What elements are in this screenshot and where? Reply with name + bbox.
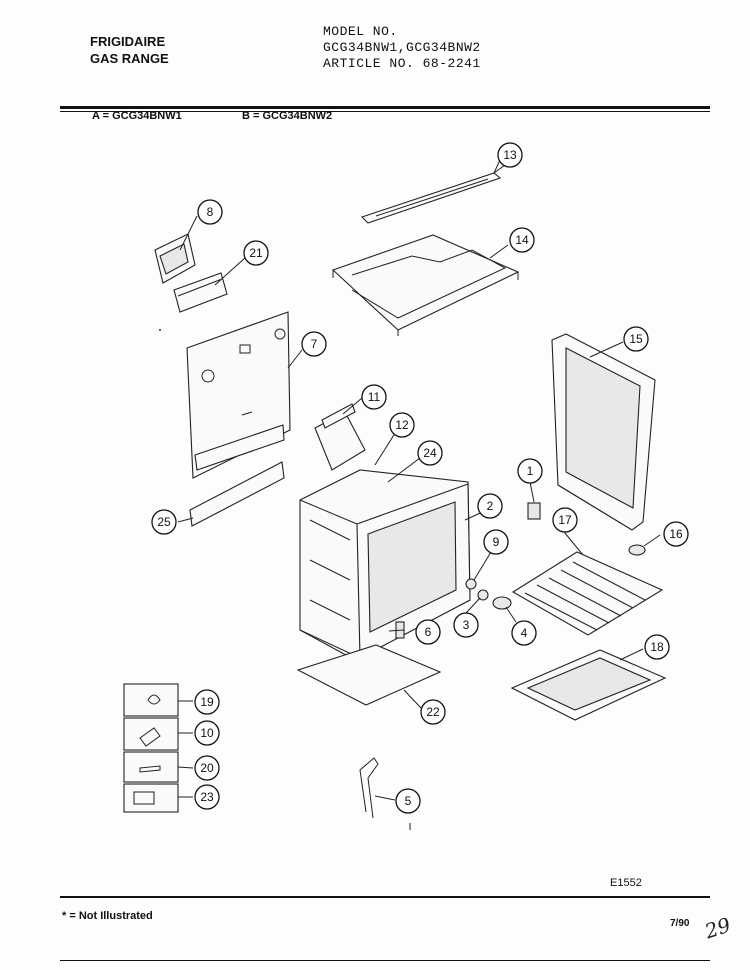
part-2-oven-body	[299, 469, 471, 661]
svg-text:11: 11	[368, 390, 381, 404]
svg-text:21: 21	[249, 246, 263, 260]
svg-text:5: 5	[405, 794, 412, 808]
svg-text:9: 9	[493, 535, 500, 549]
article-number: ARTICLE NO. 68-2241	[323, 56, 481, 71]
callout-9: 9	[483, 529, 509, 555]
callout-19: 19	[194, 689, 220, 715]
svg-text:7: 7	[311, 337, 318, 351]
callout-16: 16	[663, 521, 689, 547]
svg-text:4: 4	[521, 626, 528, 640]
svg-text:23: 23	[200, 790, 214, 804]
callout-20: 20	[194, 755, 220, 781]
callout-11: 11	[361, 384, 387, 410]
svg-text:14: 14	[515, 233, 529, 247]
svg-text:2: 2	[487, 499, 494, 513]
model-numbers: GCG34BNW1,GCG34BNW2	[323, 40, 481, 55]
part-8-bracket	[154, 233, 196, 284]
svg-text:3: 3	[463, 618, 470, 632]
part-9-orifice	[465, 578, 477, 590]
part-7-back-panel	[186, 311, 291, 479]
callout-24: 24	[417, 440, 443, 466]
svg-text:6: 6	[425, 625, 432, 639]
svg-text:19: 19	[200, 695, 214, 709]
svg-text:22: 22	[426, 705, 440, 719]
diagram-code: E1552	[610, 877, 642, 889]
svg-text:16: 16	[669, 527, 683, 541]
variant-b-label: B = GCG34BNW2	[242, 110, 333, 122]
header-rule-thick	[60, 106, 710, 109]
callout-10: 10	[194, 720, 220, 746]
inset-parts-group	[123, 683, 179, 813]
part-16-spud	[628, 544, 646, 556]
svg-text:24: 24	[423, 446, 437, 460]
svg-text:15: 15	[629, 332, 643, 346]
brand-block: FRIGIDAIRE GAS RANGE	[90, 33, 169, 67]
footer-rule	[60, 896, 710, 898]
svg-text:10: 10	[200, 726, 214, 740]
callout-8: 8	[197, 199, 223, 225]
revision-date: 7/90	[670, 918, 690, 929]
part-4-knob	[492, 596, 512, 610]
callout-23: 23	[194, 784, 220, 810]
svg-text:8: 8	[207, 205, 214, 219]
part-25-kick-plate	[189, 461, 285, 527]
part-17-oven-rack	[511, 551, 664, 636]
callout-15: 15	[623, 326, 649, 352]
part-5-door-handle	[359, 757, 379, 819]
svg-text:20: 20	[200, 761, 214, 775]
callout-2: 2	[477, 493, 503, 519]
callout-17: 17	[552, 507, 578, 533]
callout-18: 18	[644, 634, 670, 660]
callout-12: 12	[389, 412, 415, 438]
variant-a-label: A = GCG34BNW1	[92, 110, 182, 122]
brand-name: FRIGIDAIRE	[90, 34, 166, 49]
callout-1: 1	[517, 458, 543, 484]
part-13-trim-strip	[360, 164, 506, 224]
callout-22: 22	[420, 699, 446, 725]
part-15-door-frame	[551, 333, 656, 531]
svg-text:18: 18	[650, 640, 664, 654]
svg-text:17: 17	[558, 513, 572, 527]
part-1-valve	[527, 502, 541, 520]
header-rule-thin	[60, 111, 710, 112]
part-21-vent-plate	[173, 272, 228, 313]
svg-text:25: 25	[157, 515, 171, 529]
part-18-broiler-pan	[510, 649, 667, 721]
callout-5: 5	[395, 788, 421, 814]
callout-3: 3	[453, 612, 479, 638]
part-22-oven-bottom	[296, 644, 442, 706]
model-block: MODEL NO. GCG34BNW1,GCG34BNW2 ARTICLE NO…	[323, 24, 481, 72]
callout-6: 6	[415, 619, 441, 645]
callout-21: 21	[243, 240, 269, 266]
svg-text:12: 12	[395, 418, 409, 432]
model-label: MODEL NO.	[323, 24, 398, 39]
part-3-nut	[477, 589, 489, 601]
part-11-burner-box	[314, 403, 366, 471]
callout-4: 4	[511, 620, 537, 646]
part-14-cooktop-panel	[331, 234, 520, 336]
callout-14: 14	[509, 227, 535, 253]
not-illustrated-note: * = Not Illustrated	[62, 910, 153, 922]
callout-13: 13	[497, 142, 523, 168]
svg-text:13: 13	[503, 148, 517, 162]
callout-7: 7	[301, 331, 327, 357]
svg-text:1: 1	[527, 464, 534, 478]
bottom-rule	[60, 960, 710, 961]
callout-25: 25	[151, 509, 177, 535]
product-type: GAS RANGE	[90, 51, 169, 66]
